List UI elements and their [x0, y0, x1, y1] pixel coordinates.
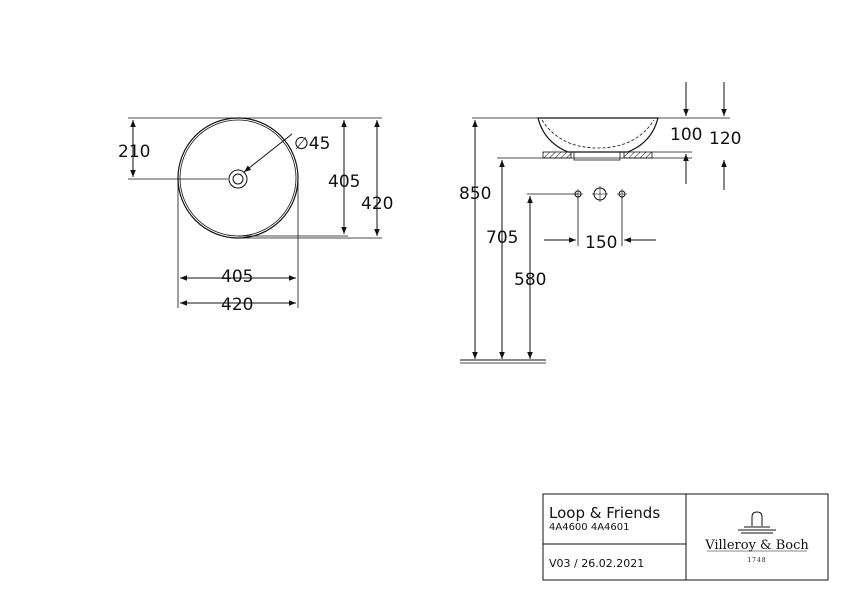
version-date: V03 / 26.02.2021 [549, 557, 644, 570]
side-view [460, 82, 730, 364]
drain-body [573, 151, 621, 161]
label-210: 210 [118, 142, 150, 162]
label-580: 580 [514, 270, 546, 290]
drain-leader [243, 133, 293, 173]
label-705: 705 [486, 228, 518, 248]
countertop-right [623, 151, 653, 159]
product-name: Loop & Friends [549, 504, 660, 522]
label-drain-diameter: ∅45 [294, 134, 330, 154]
basin-inner-rim [179, 119, 297, 237]
top-view [128, 117, 382, 308]
article-numbers: 4A4600 4A4601 [549, 522, 629, 533]
label-850: 850 [459, 184, 491, 204]
basin-outer-rim [177, 117, 299, 239]
label-100: 100 [670, 125, 702, 145]
brand-year: 1748 [747, 557, 766, 564]
title-block [542, 493, 829, 581]
bowl-inner-dashed [541, 119, 655, 149]
label-420-horizontal: 420 [221, 295, 253, 315]
label-150: 150 [585, 233, 617, 253]
brand-name: Villeroy & Boch [704, 538, 809, 553]
label-405-vertical: 405 [328, 172, 360, 192]
label-420-vertical: 420 [361, 194, 393, 214]
drain-outer [228, 169, 248, 189]
countertop-left [542, 151, 572, 159]
label-120: 120 [709, 129, 741, 149]
drain-inner [232, 173, 244, 185]
brand-logo-icon [738, 511, 776, 534]
label-405-horizontal: 405 [221, 267, 253, 287]
